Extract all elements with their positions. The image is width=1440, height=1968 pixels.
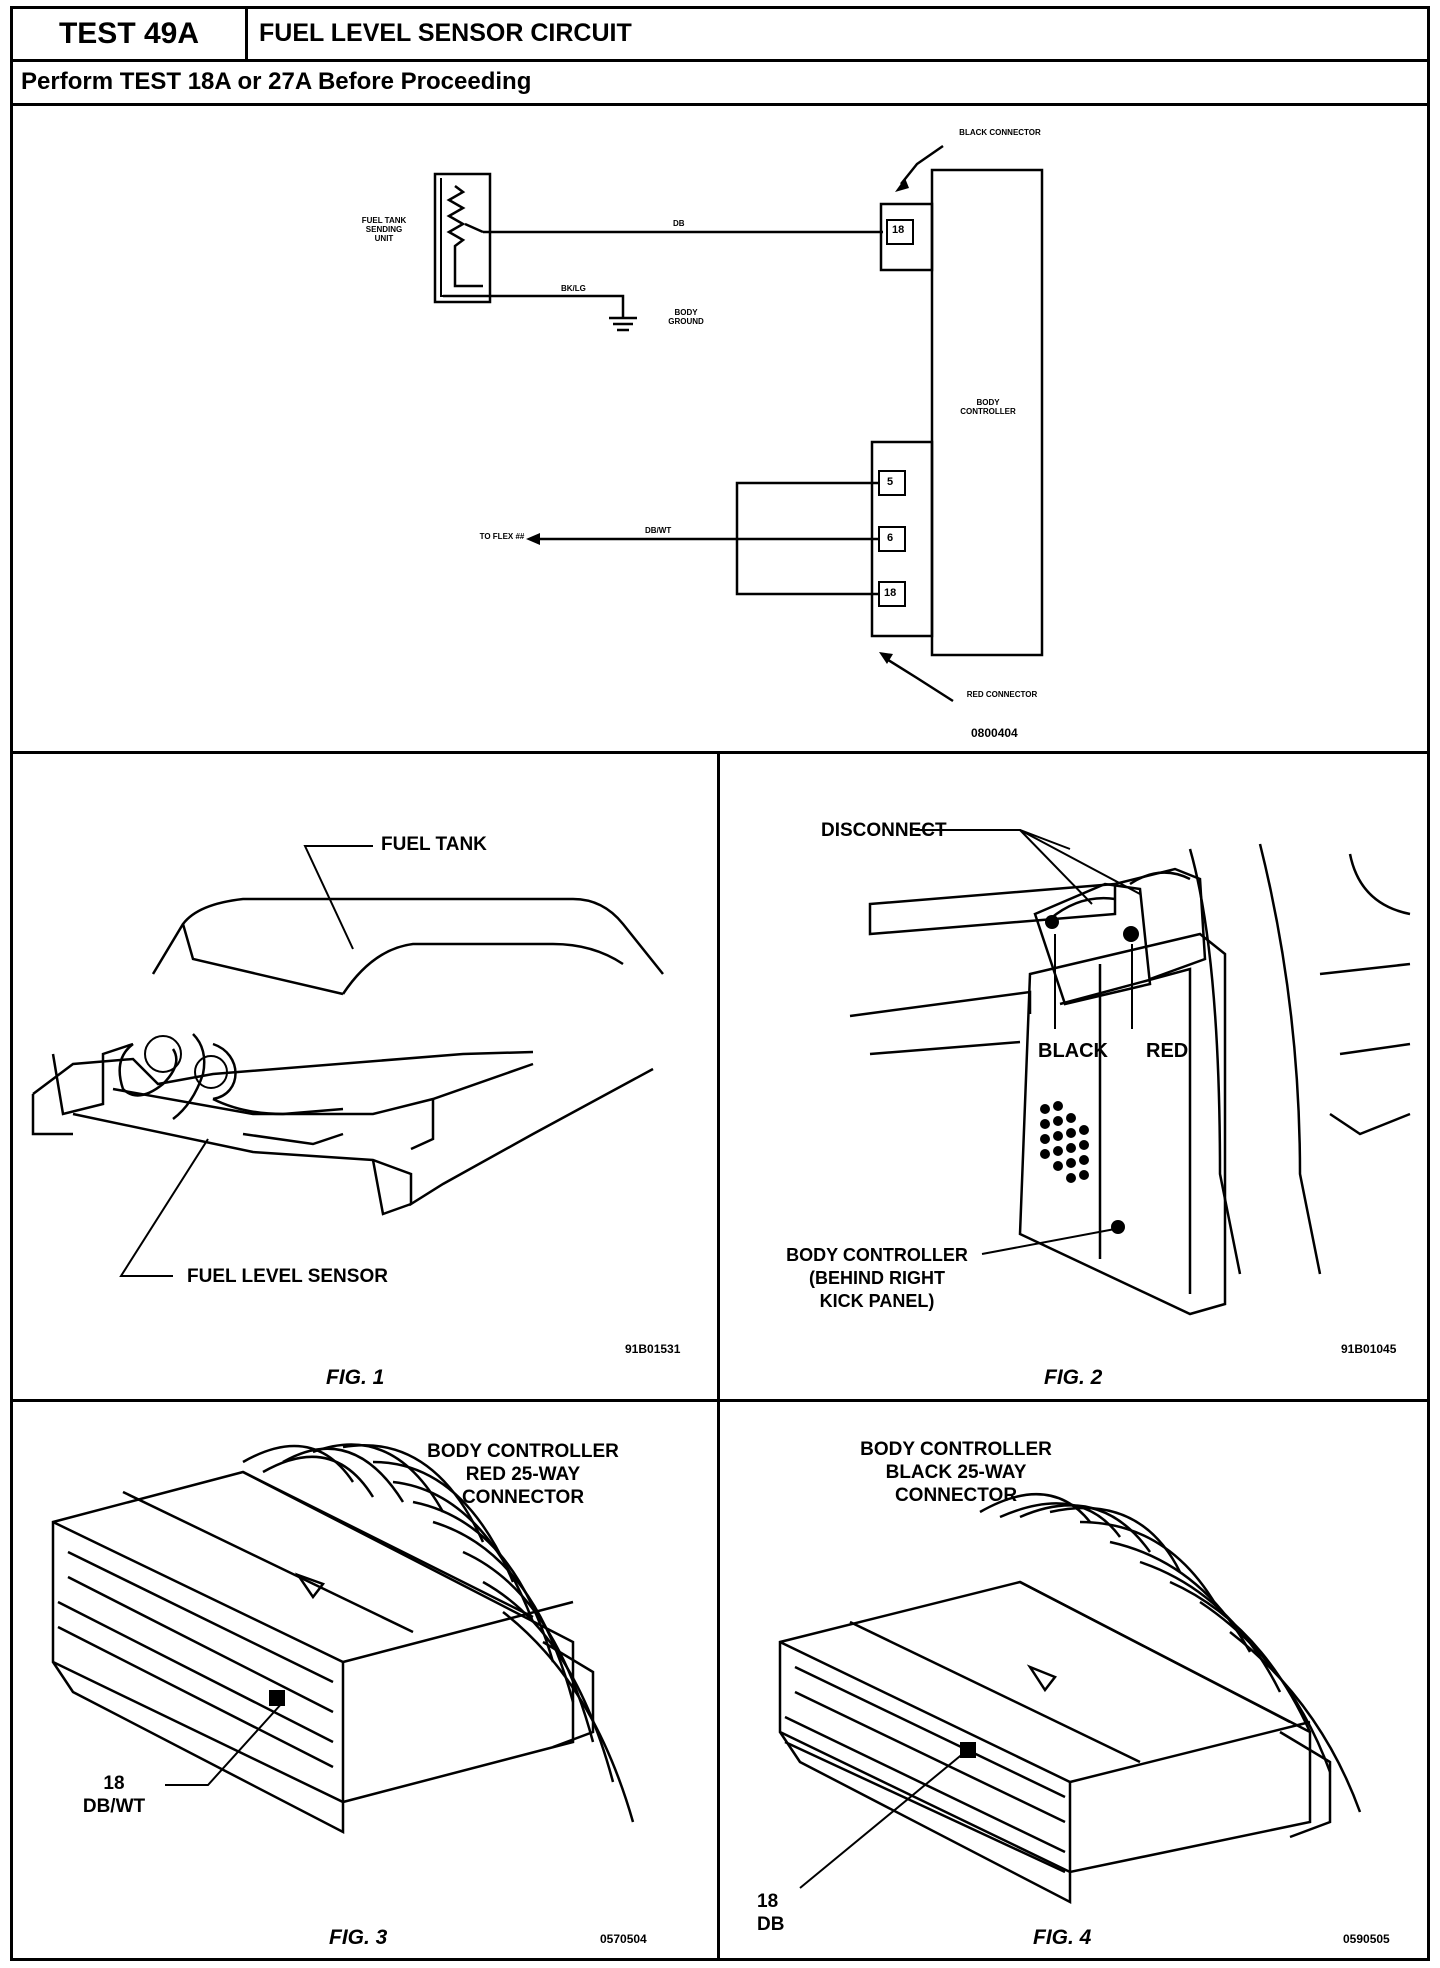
black-connector <box>879 202 934 272</box>
body-controller-location: BODY CONTROLLER (BEHIND RIGHT KICK PANEL… <box>772 1244 982 1313</box>
sending-unit-label: FUEL TANK SENDING UNIT <box>361 216 407 243</box>
red-pin-18: 18 <box>884 587 897 599</box>
body-controller-box <box>930 168 1044 657</box>
fig3-pin-wire: DB/WT <box>82 1796 146 1817</box>
body-controller-line1: BODY CONTROLLER <box>786 1245 968 1265</box>
body-controller-line3: KICK PANEL) <box>819 1291 935 1311</box>
fig2-code: 91B01045 <box>1341 1342 1397 1356</box>
fuel-tank-illustration <box>31 845 664 1277</box>
fig1-code: 91B01531 <box>625 1342 681 1356</box>
black-pin-18: 18 <box>892 224 905 236</box>
test-sheet: TEST 49A FUEL LEVEL SENSOR CIRCUIT Perfo… <box>10 6 1430 1961</box>
black-connector-illustration <box>778 1493 1362 1905</box>
fig3-pin-callout: 18 DB/WT <box>69 1772 159 1818</box>
fig1-panel: FUEL TANK FUEL LEVEL SENSOR 91B01531 FIG… <box>13 754 720 1402</box>
fig3-panel: BODY CONTROLLER RED 25-WAY CONNECTOR 18 … <box>13 1402 720 1958</box>
pin-18-highlight <box>960 1742 976 1758</box>
fig4-pin-wire: DB <box>757 1914 785 1935</box>
fig4-title: BODY CONTROLLER BLACK 25-WAY CONNECTOR <box>856 1438 1056 1507</box>
fig3-code: 0570504 <box>600 1932 647 1946</box>
fig4-title-line3: CONNECTOR <box>894 1485 1018 1506</box>
fuel-level-sensor-label: FUEL LEVEL SENSOR <box>187 1266 388 1287</box>
fig3-title-line2: RED 25-WAY <box>465 1464 581 1485</box>
red-pin-6: 6 <box>887 532 894 544</box>
fuel-tank-label: FUEL TANK <box>381 834 487 855</box>
black-connector-callout: BLACK <box>1038 1040 1108 1062</box>
wire-db-label: DB <box>673 219 685 228</box>
fig2-panel: DISCONNECT BLACK RED BODY CONTROLLER (BE… <box>720 754 1427 1402</box>
header-bar: TEST 49A FUEL LEVEL SENSOR CIRCUIT <box>13 9 1427 62</box>
fig3-title-line3: CONNECTOR <box>461 1487 585 1508</box>
sending-unit-box <box>433 172 492 304</box>
wire-bk-lg-label: BK/LG <box>561 284 586 293</box>
fig3-caption: FIG. 3 <box>329 1926 388 1949</box>
fig4-pin-number: 18 <box>757 1891 779 1912</box>
to-flex-label: TO FLEX ## <box>479 532 525 541</box>
wire-db-wt-label: DB/WT <box>645 526 672 535</box>
fig4-code: 0590505 <box>1343 1932 1390 1946</box>
wiring-schematic <box>433 144 1044 703</box>
fig2-caption: FIG. 2 <box>1044 1366 1103 1389</box>
body-controller-line2: (BEHIND RIGHT <box>809 1268 945 1288</box>
fig4-pin-callout: 18 DB <box>757 1890 797 1936</box>
schematic-code: 0800404 <box>971 726 1018 740</box>
test-subtitle: Perform TEST 18A or 27A Before Proceedin… <box>13 62 1427 106</box>
pin-18-highlight <box>269 1690 285 1706</box>
red-connector-illustration <box>51 1443 635 1835</box>
fig3-title: BODY CONTROLLER RED 25-WAY CONNECTOR <box>423 1440 623 1509</box>
fig4-caption: FIG. 4 <box>1033 1926 1092 1949</box>
body-controller-label: BODY CONTROLLER <box>960 398 1016 416</box>
fig4-panel: BODY CONTROLLER BLACK 25-WAY CONNECTOR 1… <box>720 1402 1427 1958</box>
red-connector-callout: RED <box>1146 1040 1189 1062</box>
fig1-caption: FIG. 1 <box>326 1366 385 1389</box>
body-ground-label: BODY GROUND <box>668 308 704 326</box>
disconnect-label: DISCONNECT <box>821 820 947 841</box>
fig3-pin-number: 18 <box>103 1773 125 1794</box>
fig3-title-line1: BODY CONTROLLER <box>427 1441 619 1462</box>
body-controller-illustration <box>849 829 1411 1316</box>
fig4-title-line2: BLACK 25-WAY <box>885 1462 1027 1483</box>
wire-bk-lg <box>443 294 625 318</box>
red-pin-5: 5 <box>887 476 894 488</box>
fig4-title-line1: BODY CONTROLLER <box>860 1439 1052 1460</box>
red-connector-label: RED CONNECTOR <box>966 690 1038 699</box>
test-title: FUEL LEVEL SENSOR CIRCUIT <box>259 19 632 47</box>
test-id: TEST 49A <box>13 9 248 59</box>
schematic-panel: FUEL TANK SENDING UNIT DB BK/LG BODY GRO… <box>13 106 1427 754</box>
black-connector-label: BLACK CONNECTOR <box>959 128 1041 137</box>
